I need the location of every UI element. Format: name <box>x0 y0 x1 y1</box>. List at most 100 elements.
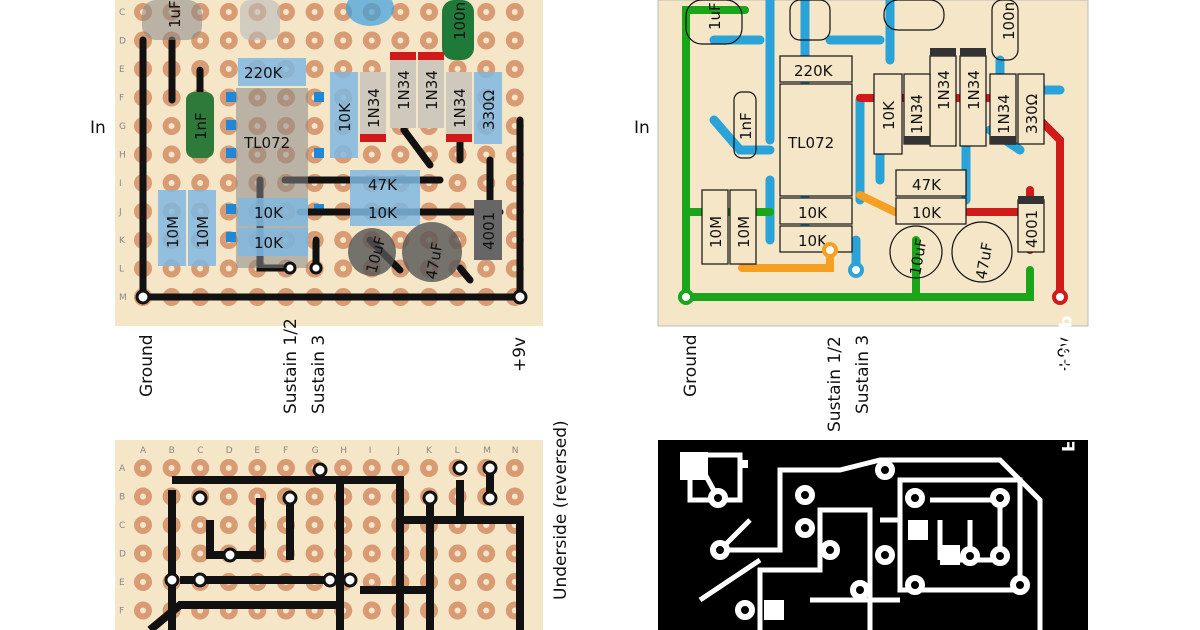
pad-hole <box>454 180 461 186</box>
pad-hole <box>511 237 518 243</box>
pad-hole <box>197 465 204 471</box>
res-10k-a-label: 10K <box>336 102 354 132</box>
row-letter: A <box>119 464 126 474</box>
pad-hole <box>168 123 175 129</box>
row-letter: M <box>119 293 127 303</box>
pad-hole <box>225 180 232 186</box>
row-letter: D <box>119 550 126 560</box>
pad-hole <box>311 123 318 129</box>
row-letter: B <box>119 493 125 503</box>
r-res-10k-d-label: 10K <box>798 232 828 250</box>
column-letter: C <box>197 446 203 456</box>
pad-hole <box>225 265 232 272</box>
column-letter: H <box>340 446 347 456</box>
pad-hole <box>397 9 404 15</box>
column-letter: M <box>483 446 491 456</box>
r-res-330-label: 330Ω <box>1023 94 1041 134</box>
pad-hole <box>511 465 518 471</box>
r-res-47k-label: 47K <box>912 176 942 194</box>
column-letter: E <box>254 446 260 456</box>
pad-hole <box>311 66 318 72</box>
pad-hole <box>140 579 146 585</box>
row-letter: C <box>119 521 125 531</box>
diode-1n34-1-label: 1N34 <box>365 88 383 128</box>
pad-hole <box>311 9 318 15</box>
pad-hole <box>454 579 461 585</box>
pad-hole <box>311 550 318 557</box>
pad-hole <box>197 37 204 44</box>
r-cap-100n-label: 100n <box>1000 2 1018 40</box>
pad-hole <box>368 151 375 158</box>
column-letter: B <box>169 446 175 456</box>
pad-hole <box>511 123 518 129</box>
column-letter: L <box>455 446 460 456</box>
pad-hole <box>311 37 318 44</box>
pad-hole <box>426 9 432 15</box>
pad-hole <box>225 522 232 528</box>
r-diode-2-label: 1N34 <box>935 70 953 110</box>
pad-hole <box>483 9 490 15</box>
res-10k-c-label: 10K <box>254 204 284 222</box>
pad-hole <box>254 465 261 471</box>
pad-hole <box>483 550 490 557</box>
r-ic-label: TL072 <box>787 134 834 152</box>
r-diode-3-label: 1N34 <box>965 70 983 110</box>
column-letter: N <box>512 446 519 456</box>
pad-hole <box>454 550 461 557</box>
row-letter: H <box>119 151 126 161</box>
label-9v: +9v <box>510 337 530 372</box>
pad-hole <box>311 493 318 500</box>
r-label-9v: +9v <box>1055 337 1075 372</box>
r-label-ground: Ground <box>681 334 701 397</box>
pad-hole <box>197 265 204 272</box>
r-label-sustain-1-2: Sustain 1/2 <box>825 336 845 432</box>
pad-hole <box>168 151 175 158</box>
pad-hole <box>511 151 518 158</box>
pad-hole <box>225 493 232 500</box>
pad-hole <box>397 465 404 471</box>
pad-hole <box>368 607 375 614</box>
pad-hole <box>483 151 490 158</box>
r-diode-1-label: 1N34 <box>908 94 926 134</box>
row-letter: I <box>119 179 122 189</box>
r-res-10m-b-label: 10M <box>735 216 753 248</box>
pad-hole <box>511 180 518 186</box>
pcb-transfer-bottom-right: Fuzzrite Comp <box>658 316 1088 630</box>
label-underside: Underside (reversed) <box>551 420 571 600</box>
pad-hole <box>483 265 490 272</box>
pad-hole <box>397 37 404 44</box>
pad-hole <box>225 465 232 471</box>
diode-1n34-4-label: 1N34 <box>451 88 469 128</box>
column-letter: J <box>396 446 400 456</box>
pad-hole <box>197 180 204 186</box>
pad-hole <box>283 465 289 471</box>
r-res-220k-label: 220K <box>794 62 834 80</box>
pad-hole <box>225 9 232 15</box>
row-letter: F <box>119 607 124 617</box>
pad-hole <box>368 579 375 585</box>
pad-hole <box>197 522 204 528</box>
r-cap-1nf-label: 1nF <box>737 112 755 140</box>
pad-hole <box>168 180 175 186</box>
cap-1nf-label: 1nF <box>192 112 210 140</box>
label-in: In <box>90 118 106 138</box>
res-10m-b-label: 10M <box>194 216 212 248</box>
label-sustain-1-2: Sustain 1/2 <box>281 318 301 414</box>
label-sustain-3: Sustain 3 <box>309 335 329 414</box>
diode-4001-label: 4001 <box>480 212 498 250</box>
row-letter: C <box>119 8 125 18</box>
res-47k-label: 47K <box>368 176 398 194</box>
r-res-10k-a-label: 10K <box>880 100 898 130</box>
pad-hole <box>454 607 461 614</box>
pad-hole <box>168 465 175 471</box>
column-letter: D <box>226 446 233 456</box>
ic-tl072-label: TL072 <box>243 134 290 152</box>
row-letter: J <box>118 208 122 218</box>
pad-hole <box>168 265 175 272</box>
pad-hole <box>426 465 432 471</box>
res-10k-d-label: 10K <box>254 234 284 252</box>
pad-hole <box>368 37 375 44</box>
